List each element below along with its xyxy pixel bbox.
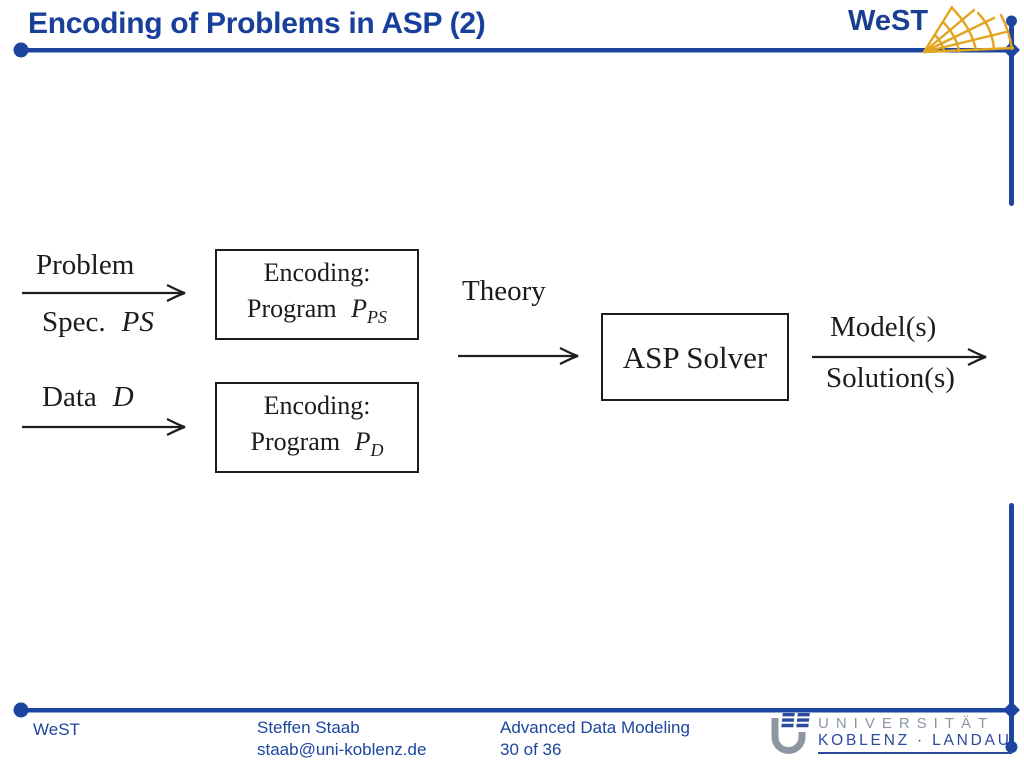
- page-title: Encoding of Problems in ASP (2): [28, 7, 486, 40]
- university-text-block: UNIVERSITÄT KOBLENZ · LANDAU: [818, 715, 1012, 754]
- data-word: Data: [42, 381, 97, 413]
- university-name: UNIVERSITÄT: [818, 715, 995, 732]
- diagram-arrows: [22, 284, 987, 436]
- university-u-icon: [771, 713, 810, 754]
- asp-solver-box: ASP Solver: [601, 313, 789, 401]
- asp-solver-label: ASP Solver: [622, 339, 768, 375]
- footer-author: Steffen Staab: [257, 718, 360, 737]
- footer-page-number: 30 of 36: [500, 740, 562, 759]
- program-subscript: D: [370, 439, 384, 460]
- encoding-box-d-line2: Program PD: [251, 424, 384, 468]
- problem-label: Problem: [36, 249, 135, 281]
- encoding-box-d: Encoding: Program PD: [215, 382, 419, 473]
- footer-brand: WeST: [33, 720, 80, 739]
- program-subscript: PS: [366, 306, 387, 327]
- program-variable: P: [351, 293, 367, 323]
- university-location: KOBLENZ · LANDAU: [818, 732, 1012, 754]
- encoding-box-ps-line1: Encoding:: [263, 257, 371, 287]
- spec-variable: PS: [121, 306, 154, 338]
- model-label: Model(s): [830, 311, 937, 343]
- program-word: Program: [247, 293, 337, 323]
- data-label: Data D: [42, 381, 134, 414]
- west-logo-text: WeST: [848, 5, 929, 37]
- footer-course-block: Advanced Data Modeling 30 of 36: [500, 717, 690, 761]
- program-variable: P: [354, 426, 371, 456]
- spec-word: Spec.: [42, 306, 106, 338]
- west-network-icon: [922, 5, 1015, 54]
- frame-lines: [13, 15, 1020, 753]
- program-word: Program: [250, 426, 341, 456]
- footer-author-block: Steffen Staab staab@uni-koblenz.de: [257, 717, 426, 761]
- solution-label: Solution(s): [826, 362, 955, 394]
- data-variable: D: [112, 381, 134, 413]
- encoding-box-ps: Encoding: Program PPS: [215, 249, 419, 340]
- encoding-box-d-line1: Encoding:: [263, 390, 371, 420]
- footer-email: staab@uni-koblenz.de: [257, 740, 427, 759]
- university-logo: [763, 711, 815, 766]
- encoding-box-ps-line2: Program PPS: [247, 291, 387, 335]
- spec-label: Spec. PS: [42, 306, 154, 339]
- footer-course: Advanced Data Modeling: [500, 718, 690, 737]
- theory-label: Theory: [462, 275, 546, 307]
